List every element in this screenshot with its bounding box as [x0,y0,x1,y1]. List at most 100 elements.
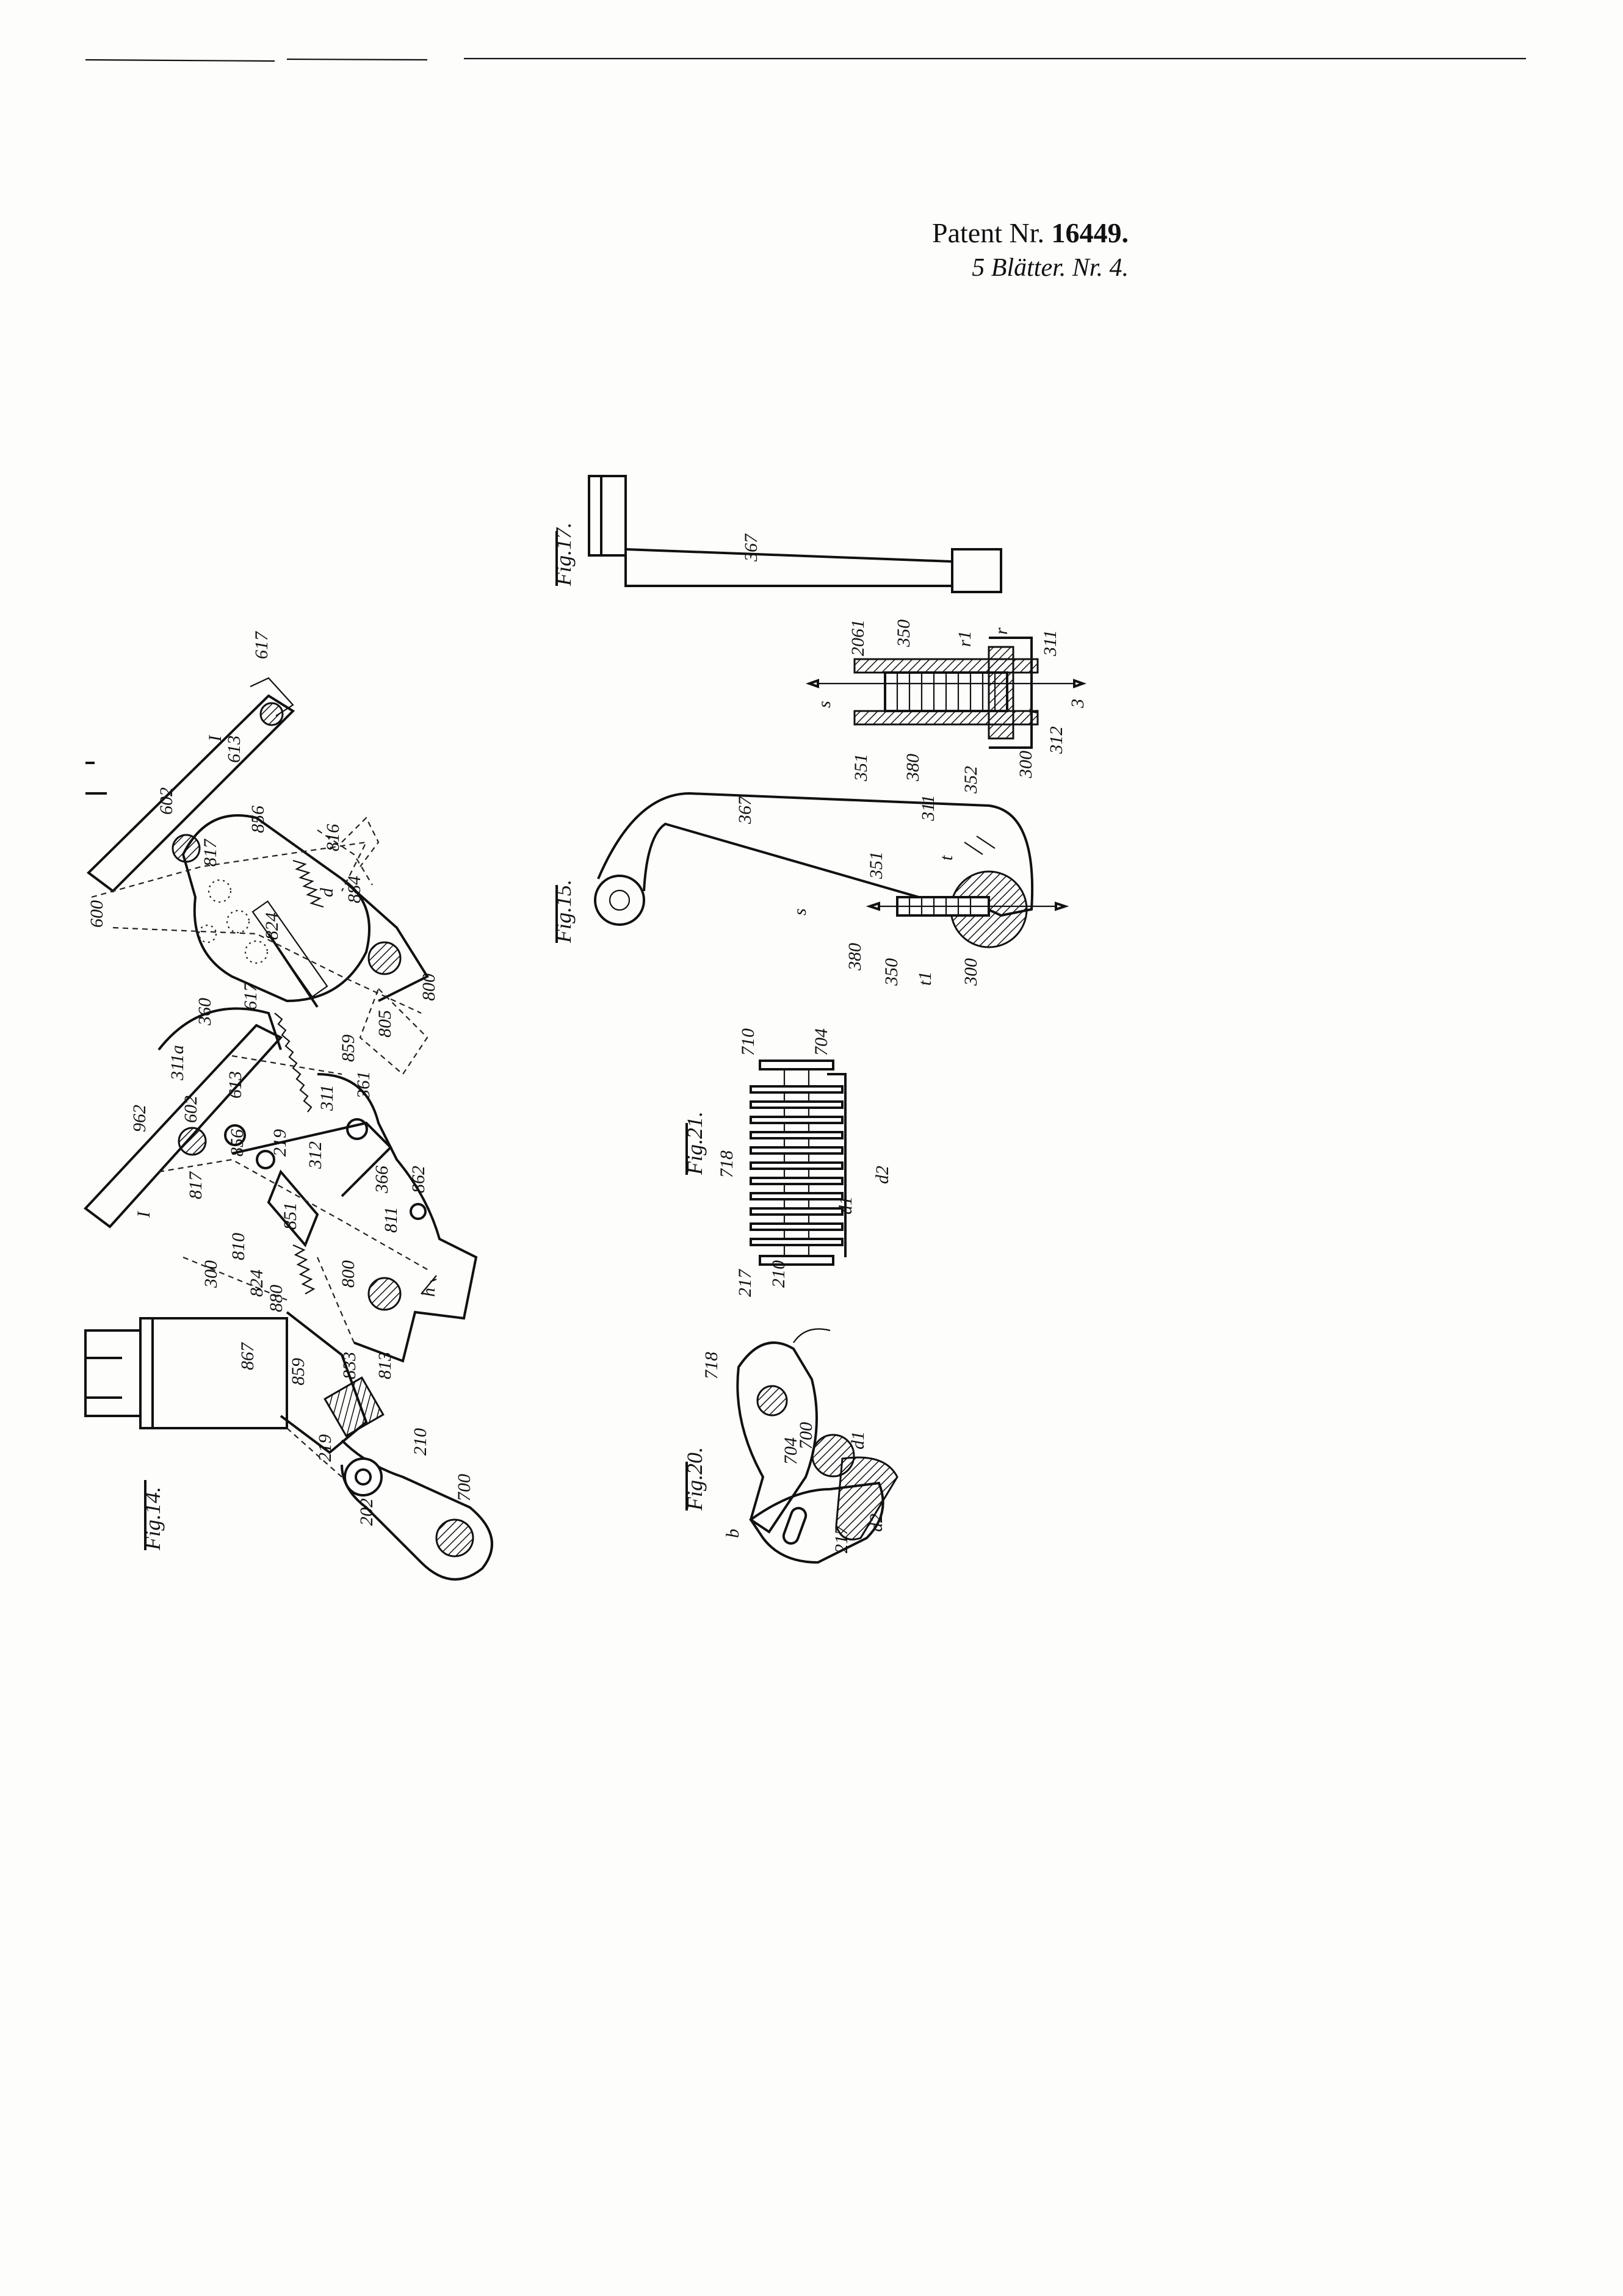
label-351-f17: 351 [851,754,871,782]
label-817: 817 [200,838,220,867]
label-962: 962 [129,1105,150,1132]
side-rod [827,1073,847,1257]
figure-17: Fig.17. [551,475,1086,749]
label-718-f20: 718 [701,1352,721,1379]
label-862: 862 [408,1166,428,1193]
label-t-f17: t [1022,709,1042,714]
label-311-f17: 311 [1040,630,1060,657]
figure-14: Fig.14. [84,677,493,1581]
fig14-labels: 617 602 613 I 600 856 817 816 d 884 800 … [87,630,474,1526]
cam-800 [341,878,429,1002]
pivot-602-lower [178,1127,207,1156]
figure-21: Fig.21. [682,1060,847,1266]
label-s: s [790,908,810,915]
label-Ib: I [134,1210,154,1218]
pin-312 [346,1118,368,1140]
label-367: 367 [735,795,755,825]
label-217-f21: 217 [735,1268,755,1297]
label-d2-f20: d2 [866,1514,886,1532]
link-312 [231,1121,392,1197]
label-718-f21: 718 [717,1150,737,1178]
label-704-f20: 704 [781,1437,801,1465]
arrow-h [421,1275,437,1294]
fig15-labels: 367 311 351 s t 380 350 t1 300 [735,795,981,986]
label-617: 617 [251,630,272,659]
crank-eye-inner [609,889,631,911]
label-311: 311 [317,1085,337,1111]
middle-ratchet-upper [157,1007,282,1051]
label-t1: t1 [915,972,935,986]
label-t: t [936,855,956,861]
upper-lever-arm [86,694,295,893]
label-810: 810 [228,1233,248,1260]
hub-ribs [896,673,996,711]
crank-arm-367 [597,792,1034,917]
label-833: 833 [339,1352,360,1379]
middle-lever-I [84,1023,283,1229]
upper-plate [181,814,371,1003]
dashed-pawl-884 [341,817,380,867]
label-880: 880 [266,1285,286,1312]
pin-202-core [355,1468,372,1486]
arrow-t [1055,901,1069,911]
pivot-617 [259,702,284,726]
label-217-f20: 217 [831,1525,851,1553]
label-b: b [723,1529,743,1538]
pin-856 [224,1124,246,1146]
label-602: 602 [156,787,176,815]
lever-210 [341,1439,493,1581]
top-border-line [85,57,1526,62]
spring-816 [292,859,324,908]
label-851: 851 [280,1202,300,1230]
label-311-f15: 311 [918,795,938,821]
label-884: 884 [344,876,364,903]
patent-prefix: Patent Nr. [932,217,1044,248]
dashed-outline-lower [286,1257,355,1478]
label-352: 352 [961,766,981,794]
label-300-f17: 300 [1016,751,1036,779]
cylinder-rod [85,1357,122,1399]
pin-862 [410,1203,427,1220]
slot-d [251,900,328,998]
label-817b: 817 [186,1171,206,1199]
pin-219 [256,1150,275,1169]
label-859b: 859 [288,1358,308,1385]
label-d1-f21: d1 [836,1196,856,1215]
label-824b: 824 [247,1269,267,1297]
label-360: 360 [195,998,215,1026]
figure-20: Fig.20. [682,1328,898,1564]
crank-boss [951,548,1002,593]
hatched-block-833 [324,1376,385,1437]
label-d: d [317,887,337,897]
label-3: 3 [1068,699,1088,709]
label-602b: 602 [181,1096,201,1123]
label-613: 613 [224,735,244,763]
label-856: 856 [248,806,268,833]
label-380-f17: 380 [903,754,923,782]
label-367-f17: 367 [741,533,761,562]
arm-end-hatch [250,677,294,717]
label-366: 366 [372,1166,392,1194]
label-202: 202 [356,1498,377,1526]
label-210: 210 [410,1428,430,1456]
label-350-f17: 350 [894,619,914,648]
plate-h-outline [317,1073,478,1363]
arrow-3-f17 [1073,679,1086,688]
label-613b: 613 [225,1071,245,1099]
arrow-s [866,901,880,911]
hub-800-lower [367,1277,402,1311]
label-380: 380 [845,943,865,971]
spring-880 [292,1244,316,1294]
fig21-labels: 710 704 718 d2 d1 210 217 [717,1028,892,1297]
shaft-outline [989,637,1033,749]
label-r1: r1 [955,630,975,647]
label-350: 350 [881,958,902,986]
label-312: 312 [305,1141,325,1169]
label-824: 824 [262,912,282,940]
dashed-outline-upper [91,829,422,1014]
label-800: 800 [419,973,439,1001]
label-d2-f21: d2 [872,1166,892,1184]
sheet-count: 5 Blätter. Nr. 4. [972,254,1129,282]
label-700: 700 [454,1474,474,1501]
